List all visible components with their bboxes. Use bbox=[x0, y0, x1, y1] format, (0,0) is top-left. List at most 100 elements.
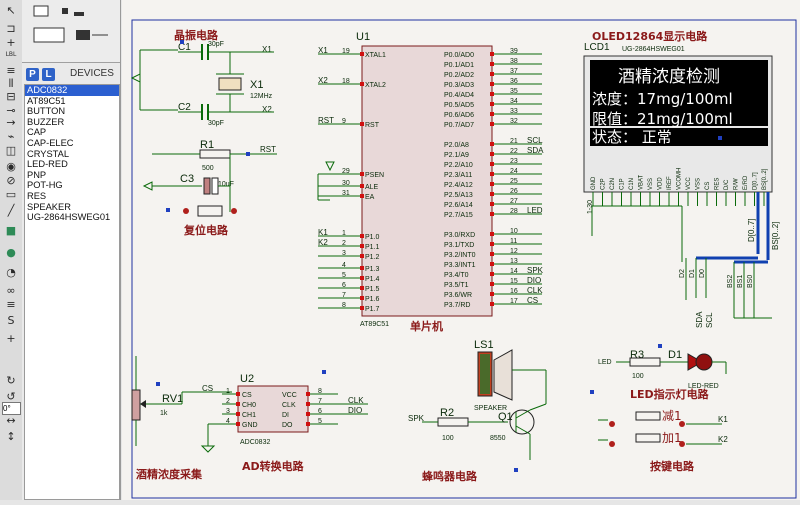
oled-pin-label[interactable]: C2N bbox=[610, 178, 616, 190]
pin-number[interactable]: 18 bbox=[342, 78, 350, 85]
pin-marker[interactable] bbox=[490, 62, 494, 66]
angle-field[interactable]: 0° bbox=[2, 402, 21, 415]
text-icon[interactable]: ≡ bbox=[6, 297, 16, 311]
pin-name[interactable]: P2.1/A9 bbox=[444, 152, 469, 159]
net-label[interactable]: X2 bbox=[262, 105, 272, 114]
reset-button-component[interactable] bbox=[197, 205, 223, 217]
pin-marker[interactable] bbox=[514, 468, 518, 472]
pin-marker[interactable] bbox=[306, 402, 310, 406]
pin-number[interactable]: 10 bbox=[510, 228, 518, 235]
pot-component[interactable] bbox=[131, 389, 141, 421]
pin-name[interactable]: DO bbox=[282, 422, 293, 429]
pin-name[interactable]: P2.6/A14 bbox=[444, 202, 473, 209]
pin-marker[interactable] bbox=[306, 422, 310, 426]
flip-h-icon[interactable]: ↔ bbox=[6, 413, 16, 427]
net-label[interactable]: RST bbox=[260, 145, 276, 154]
pin-number[interactable]: 37 bbox=[510, 68, 518, 75]
pin-marker[interactable] bbox=[490, 162, 494, 166]
net-label[interactable]: LED bbox=[527, 206, 543, 215]
oled-pin-label[interactable]: D[0..7] bbox=[753, 172, 759, 190]
instrument-icon[interactable]: ▭ bbox=[5, 187, 17, 201]
net-label[interactable]: RST bbox=[318, 116, 334, 125]
pin-name[interactable]: P3.3/INT1 bbox=[444, 262, 476, 269]
pin-number[interactable]: 21 bbox=[510, 138, 518, 145]
pin-marker[interactable] bbox=[490, 272, 494, 276]
pin-name[interactable]: P3.6/WR bbox=[444, 292, 472, 299]
pin-number[interactable]: 2 bbox=[226, 398, 230, 405]
pin-marker[interactable] bbox=[490, 142, 494, 146]
pin-number[interactable]: 39 bbox=[510, 48, 518, 55]
pin-name[interactable]: P0.4/AD4 bbox=[444, 92, 474, 99]
net-label[interactable]: SDA bbox=[527, 146, 544, 155]
pin-name[interactable]: P3.7/RD bbox=[444, 302, 470, 309]
oled-pin-label[interactable]: E/RD bbox=[743, 175, 749, 190]
pin-marker[interactable] bbox=[236, 422, 240, 426]
pin-number[interactable]: 9 bbox=[342, 118, 346, 125]
pin-name[interactable]: P3.2/INT0 bbox=[444, 252, 476, 259]
net-label[interactable]: CS bbox=[527, 296, 538, 305]
pin-name[interactable]: P2.7/A15 bbox=[444, 212, 473, 219]
net-label[interactable]: K2 bbox=[318, 238, 328, 247]
device-list-item[interactable]: SPEAKER bbox=[27, 201, 71, 212]
pin-name[interactable]: P1.2 bbox=[365, 254, 380, 261]
pin-number[interactable]: 26 bbox=[510, 188, 518, 195]
net-label[interactable]: X1 bbox=[318, 46, 328, 55]
pin-number[interactable]: 13 bbox=[510, 258, 518, 265]
graph-icon[interactable]: ⌁ bbox=[7, 129, 15, 143]
pin-number[interactable]: 4 bbox=[226, 418, 230, 425]
pin-name[interactable]: P3.5/T1 bbox=[444, 282, 469, 289]
device-list-item[interactable]: BUTTON bbox=[27, 106, 66, 117]
pin-number[interactable]: 6 bbox=[342, 282, 346, 289]
pin-marker[interactable] bbox=[166, 208, 170, 212]
pin-number[interactable]: 3 bbox=[226, 408, 230, 415]
pin-marker[interactable] bbox=[490, 112, 494, 116]
pin-marker[interactable] bbox=[490, 192, 494, 196]
c3-component[interactable] bbox=[203, 177, 211, 195]
net-label[interactable]: K1 bbox=[318, 228, 328, 237]
pin-marker[interactable] bbox=[360, 276, 364, 280]
net-label[interactable]: SCL bbox=[527, 136, 543, 145]
circle-icon[interactable]: ● bbox=[6, 245, 16, 259]
pin-name[interactable]: EA bbox=[365, 194, 375, 201]
probe-icon[interactable]: ⊘ bbox=[6, 173, 16, 187]
pin-name[interactable]: P2.0/A8 bbox=[444, 142, 469, 149]
pin-name[interactable]: VCC bbox=[282, 392, 297, 399]
junction-icon[interactable]: + bbox=[6, 35, 16, 49]
pin-name[interactable]: P1.6 bbox=[365, 296, 380, 303]
pin-number[interactable]: 19 bbox=[342, 48, 350, 55]
pin-name[interactable]: P1.7 bbox=[365, 306, 380, 313]
device-list-item[interactable]: ADC0832 bbox=[25, 85, 119, 96]
label-icon[interactable]: LBL bbox=[5, 50, 17, 58]
pin-name[interactable]: P0.3/AD3 bbox=[444, 82, 474, 89]
pin-number[interactable]: 8 bbox=[318, 388, 322, 395]
flip-v-icon[interactable]: ↕ bbox=[6, 429, 16, 443]
pin-marker[interactable] bbox=[490, 52, 494, 56]
pin-name[interactable]: XTAL2 bbox=[365, 82, 386, 89]
pin-marker[interactable] bbox=[156, 382, 160, 386]
device-list-item[interactable]: BUZZER bbox=[27, 116, 65, 127]
net-label[interactable]: K2 bbox=[718, 435, 728, 444]
pin-number[interactable]: 7 bbox=[318, 398, 322, 405]
pin-name[interactable]: P0.5/AD5 bbox=[444, 102, 474, 109]
pin-marker[interactable] bbox=[322, 370, 326, 374]
pin-name[interactable]: CLK bbox=[282, 402, 296, 409]
net-label[interactable]: SCL bbox=[705, 312, 714, 328]
oled-pin-label[interactable]: R/W bbox=[734, 178, 740, 190]
pin-name[interactable]: P1.5 bbox=[365, 286, 380, 293]
pin-name[interactable]: P0.6/AD6 bbox=[444, 112, 474, 119]
pin-marker[interactable] bbox=[718, 136, 722, 140]
tape-icon[interactable]: ◫ bbox=[5, 143, 17, 157]
pin-marker[interactable] bbox=[490, 242, 494, 246]
pin-number[interactable]: 23 bbox=[510, 158, 518, 165]
pin-number[interactable]: 38 bbox=[510, 58, 518, 65]
pin-marker[interactable] bbox=[306, 412, 310, 416]
oled-pin-label[interactable]: BS[0..2] bbox=[762, 168, 768, 190]
key2-component[interactable] bbox=[635, 433, 661, 443]
pin-name[interactable]: P0.1/AD1 bbox=[444, 62, 474, 69]
device-list-item[interactable]: POT-HG bbox=[27, 180, 63, 191]
pin-number[interactable]: 16 bbox=[510, 288, 518, 295]
key1-component[interactable] bbox=[635, 411, 661, 421]
pin-name[interactable]: CH1 bbox=[242, 412, 256, 419]
device-list-item[interactable]: RES bbox=[27, 190, 47, 201]
